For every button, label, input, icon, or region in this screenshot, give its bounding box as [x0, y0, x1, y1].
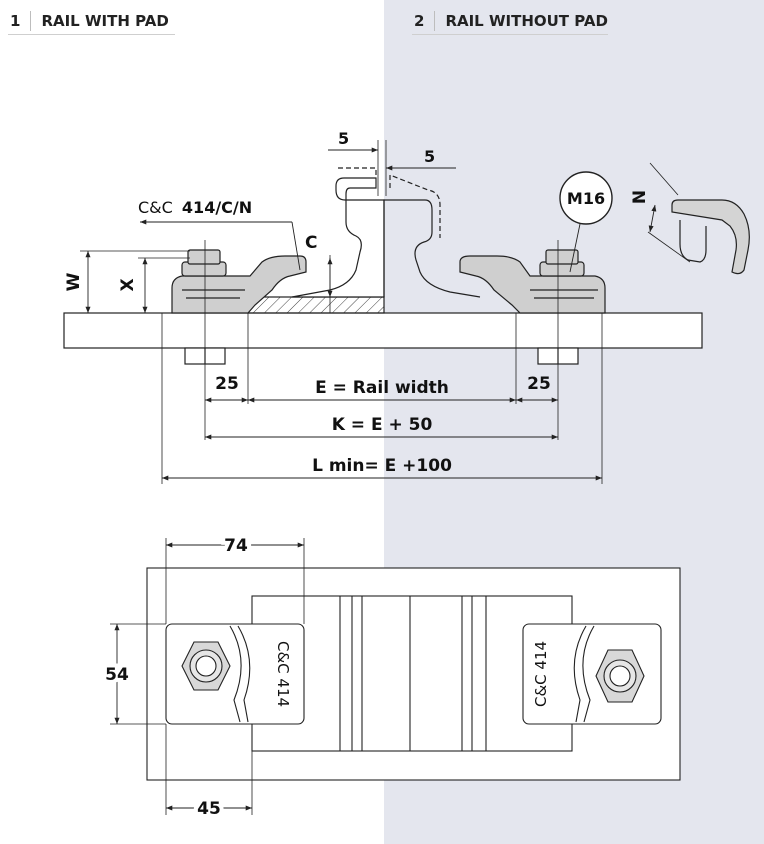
label-gap-right: 5: [424, 147, 435, 166]
label-dim-45: 45: [197, 799, 221, 819]
label-plan-clip-left: C&C 414: [274, 641, 292, 707]
rail-dashed-profile: [389, 174, 441, 238]
left-clip: [171, 249, 307, 314]
heading-number: 2: [412, 11, 436, 31]
label-dim-25-right: 25: [527, 374, 551, 394]
base-plate: [63, 312, 703, 349]
label-c: C: [305, 233, 317, 253]
heading-rail-with-pad: 1 RAIL WITH PAD: [8, 8, 175, 35]
label-e: E = Rail width: [315, 378, 449, 398]
label-dim-25-left: 25: [215, 374, 239, 394]
label-bolt: M16: [567, 189, 605, 208]
plan-view: [110, 538, 681, 815]
label-w: W: [64, 272, 84, 291]
label-l: L min= E +100: [312, 456, 452, 476]
clip-code-regular: C&C: [138, 198, 173, 217]
rail-profile-left: [291, 177, 385, 298]
rail-profile-right: [383, 199, 481, 298]
label-n: N: [630, 190, 650, 204]
heading-label: RAIL WITHOUT PAD: [445, 12, 608, 30]
plan-rail-foot: [251, 595, 573, 752]
rail-pad: [247, 296, 385, 314]
label-plan-clip-right: C&C 414: [532, 641, 550, 707]
label-dim-54: 54: [105, 665, 129, 685]
label-clip-code: C&C 414/C/N: [138, 198, 252, 217]
heading-rail-without-pad: 2 RAIL WITHOUT PAD: [412, 8, 608, 35]
bolt-callout-circle: [559, 171, 613, 225]
label-gap-left: 5: [338, 129, 349, 148]
heading-label: RAIL WITH PAD: [41, 12, 169, 30]
right-clip: [459, 249, 606, 314]
heading-number: 1: [8, 11, 32, 31]
label-k: K = E + 50: [332, 415, 433, 435]
label-x: X: [118, 278, 138, 291]
elevation-view: [63, 140, 750, 484]
clip-code-bold: 414/C/N: [182, 198, 252, 217]
label-dim-74: 74: [224, 536, 248, 556]
clip-detail: [671, 199, 750, 275]
